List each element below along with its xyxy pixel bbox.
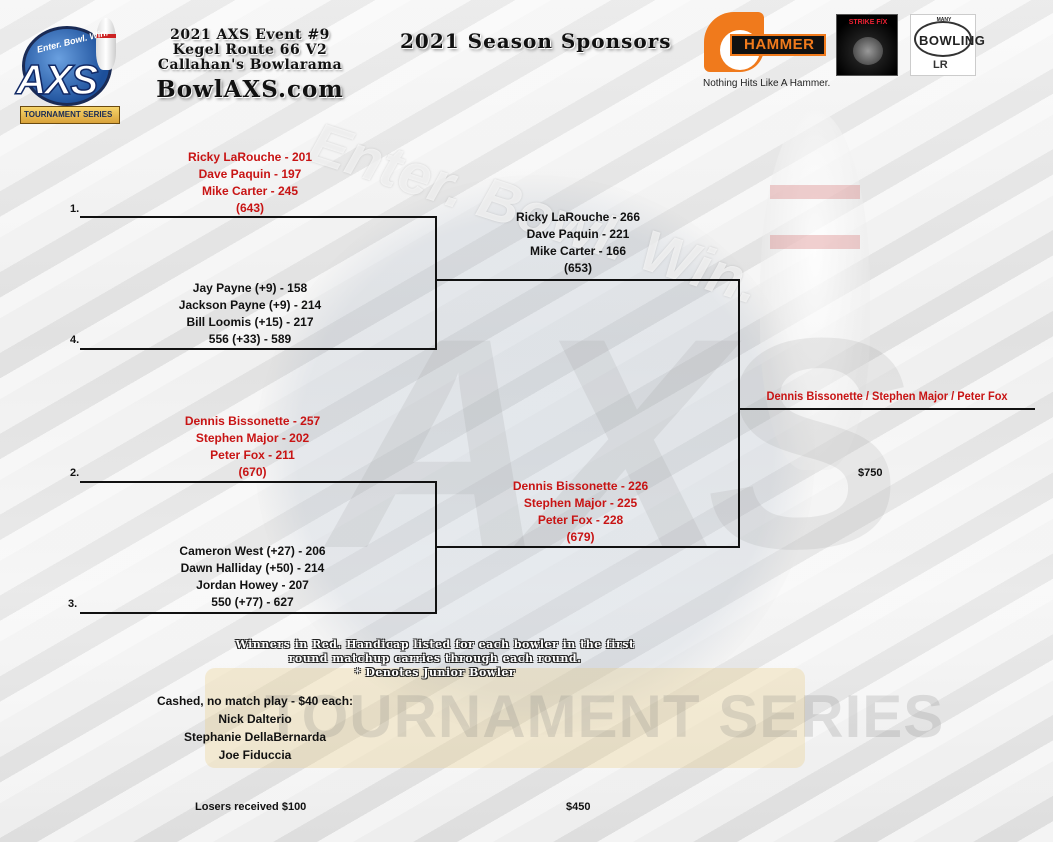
round1-team-4: Jay Payne (+9) - 158 Jackson Payne (+9) … (150, 280, 350, 348)
bowler-score: Mike Carter - 166 (529, 244, 627, 258)
bowler-score: Peter Fox - 211 (210, 448, 295, 462)
bowler-score: Mike Carter - 245 (201, 184, 299, 198)
sponsors-title: 2021 Season Sponsors (400, 29, 672, 53)
watermark-banner (205, 668, 805, 768)
event-venue: Callahan's Bowlarama (157, 57, 343, 73)
bracket-line (80, 612, 437, 614)
many-mark: LR (933, 59, 948, 71)
note-line: round matchup carries through each round… (288, 652, 582, 665)
bowler-score: Dave Paquin - 197 (198, 167, 302, 181)
bowler-score: Bill Loomis (+15) - 217 (186, 315, 314, 329)
seed-label: 4. (70, 334, 80, 346)
event-info: 2021 AXS Event #9 Kegel Route 66 V2 Call… (135, 28, 365, 73)
watermark-circle (255, 175, 815, 735)
many-circle (914, 21, 972, 57)
skull-icon (853, 37, 883, 65)
bracket-line (435, 481, 437, 614)
hammer-bar (730, 34, 826, 56)
seed-label: 2. (70, 467, 80, 479)
watermark-pin-stripe (770, 185, 860, 199)
champion-team: Dennis Bissonette / Stephen Major / Pete… (766, 389, 1008, 403)
hammer-word: HAMMER (744, 36, 815, 53)
legend-notes: Winners in Red. Handicap listed for each… (200, 638, 670, 680)
hammer-tagline: Nothing Hits Like A Hammer. (703, 78, 831, 89)
round1-team-1: Ricky LaRouche - 201 Dave Paquin - 197 M… (150, 149, 350, 217)
bracket-line (437, 546, 739, 548)
bowler-score: Jackson Payne (+9) - 214 (178, 298, 322, 312)
round1-team-3: Cameron West (+27) - 206 Dawn Halliday (… (150, 543, 355, 611)
bracket-line (437, 279, 739, 281)
note-line: * Denotes Junior Bowler (354, 666, 516, 679)
logo-banner-text: TOURNAMENT SERIES (24, 110, 113, 119)
bowler-score: Cameron West (+27) - 206 (179, 544, 326, 558)
bowler-score: Peter Fox - 228 (537, 513, 624, 527)
team-total: 550 (+77) - 627 (211, 595, 294, 609)
bowler-score: Stephen Major - 225 (523, 496, 638, 510)
watermark-letters: AXS (330, 275, 907, 611)
seed-label: 1. (70, 203, 80, 215)
bowler-score: Jordan Howey - 207 (196, 578, 309, 592)
strike-word: STRIKE F/X (848, 19, 888, 26)
note-line: Winners in Red. Handicap listed for each… (235, 638, 635, 651)
cashed-name: Stephanie DellaBernarda (183, 730, 327, 744)
round2-team-top: Ricky LaRouche - 266 Dave Paquin - 221 M… (478, 209, 678, 277)
cashed-name: Nick Dalterio (218, 712, 292, 726)
team-total: (653) (563, 261, 592, 275)
cashed-name: Joe Fiduccia (218, 748, 292, 762)
bowler-score: Dave Paquin - 221 (526, 227, 630, 241)
axs-logo: Enter. Bowl. Win. AXS TOURNAMENT SERIES (10, 12, 122, 124)
team-total: 556 (+33) - 589 (208, 332, 292, 346)
bowler-score: Ricky LaRouche - 266 (515, 210, 641, 224)
bracket-line (435, 216, 437, 350)
logo-letters: AXS (15, 55, 99, 104)
bowler-score: Dawn Halliday (+50) - 214 (180, 561, 325, 575)
logo-banner (20, 106, 120, 124)
cashed-list: Cashed, no match play - $40 each: Nick D… (150, 692, 360, 764)
cashed-title: Cashed, no match play - $40 each: (156, 694, 354, 708)
many-word: BOWLING (919, 33, 986, 48)
bracket-line (80, 348, 437, 350)
strike-fx-sponsor-logo[interactable]: STRIKE F/X (836, 14, 898, 76)
many-bowling-sponsor-logo[interactable]: MANY BOWLING LR (910, 14, 985, 76)
bracket-line (738, 279, 740, 548)
team-total: (670) (238, 465, 267, 479)
watermark-pin (760, 110, 870, 470)
event-title: 2021 AXS Event #9 (170, 27, 330, 43)
bracket-line (80, 216, 437, 218)
bowler-score: Stephen Major - 202 (195, 431, 310, 445)
event-pattern: Kegel Route 66 V2 (172, 42, 328, 58)
bowler-score: Dennis Bissonette - 257 (184, 414, 321, 428)
many-small: MANY (936, 17, 952, 23)
round1-team-2: Dennis Bissonette - 257 Stephen Major - … (150, 413, 355, 481)
bowler-score: Ricky LaRouche - 201 (187, 150, 313, 164)
bracket-line (80, 481, 437, 483)
pin-stripe (96, 34, 116, 38)
logo-circle (22, 26, 112, 106)
hammer-sponsor-logo[interactable]: HAMMER Nothing Hits Like A Hammer. (700, 10, 830, 92)
bowling-pin-icon (96, 18, 116, 70)
team-total: (643) (235, 201, 264, 215)
bowler-score: Jay Payne (+9) - 158 (192, 281, 308, 295)
watermark-banner-text: TOURNAMENT SERIES (265, 683, 945, 750)
site-url[interactable]: BowlAXS.com (156, 76, 344, 103)
bowler-score: Dennis Bissonette - 226 (512, 479, 649, 493)
watermark-pin-stripe (770, 235, 860, 249)
losers-prize: Losers received $100 (195, 801, 307, 813)
runner-up-prize: $450 (566, 801, 591, 813)
bracket-line (740, 408, 1035, 410)
seed-label: 3. (68, 598, 78, 610)
team-total: (679) (566, 530, 595, 544)
champion-prize: $750 (858, 467, 883, 479)
round2-team-bottom: Dennis Bissonette - 226 Stephen Major - … (478, 478, 683, 546)
